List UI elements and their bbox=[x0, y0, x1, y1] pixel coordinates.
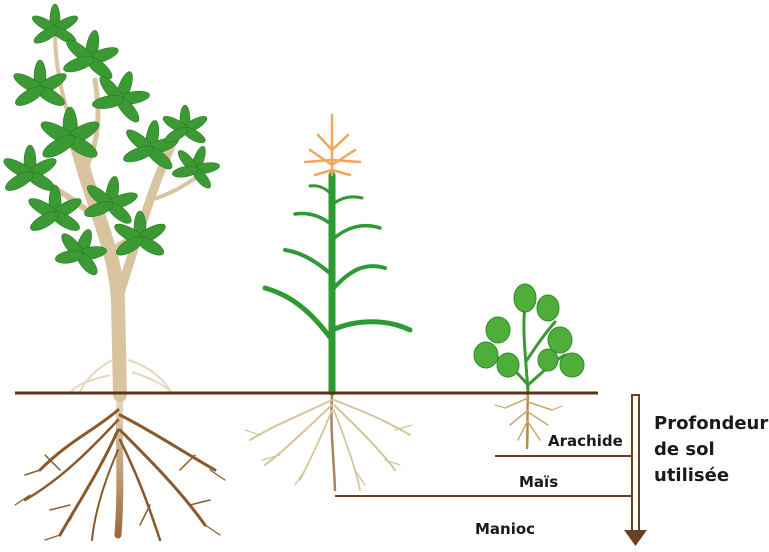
label-arachide: Arachide bbox=[548, 432, 623, 450]
maize-tassel bbox=[305, 115, 360, 175]
depth-caption-line3: utilisée bbox=[654, 463, 768, 489]
cassava-roots bbox=[15, 395, 225, 540]
peanut-leaves bbox=[474, 284, 584, 377]
depth-arrow bbox=[624, 395, 647, 546]
cassava-plant bbox=[1, 4, 225, 540]
peanut-plant bbox=[474, 284, 584, 448]
maize-roots bbox=[245, 395, 412, 490]
label-manioc: Manioc bbox=[475, 520, 535, 538]
depth-caption-line2: de sol bbox=[654, 437, 768, 463]
maize-plant bbox=[245, 115, 412, 490]
depth-caption: Profondeur de sol utilisée bbox=[654, 411, 768, 489]
depth-caption-line1: Profondeur bbox=[654, 411, 768, 437]
label-mais: Maïs bbox=[519, 473, 558, 491]
maize-stalk bbox=[265, 175, 410, 392]
